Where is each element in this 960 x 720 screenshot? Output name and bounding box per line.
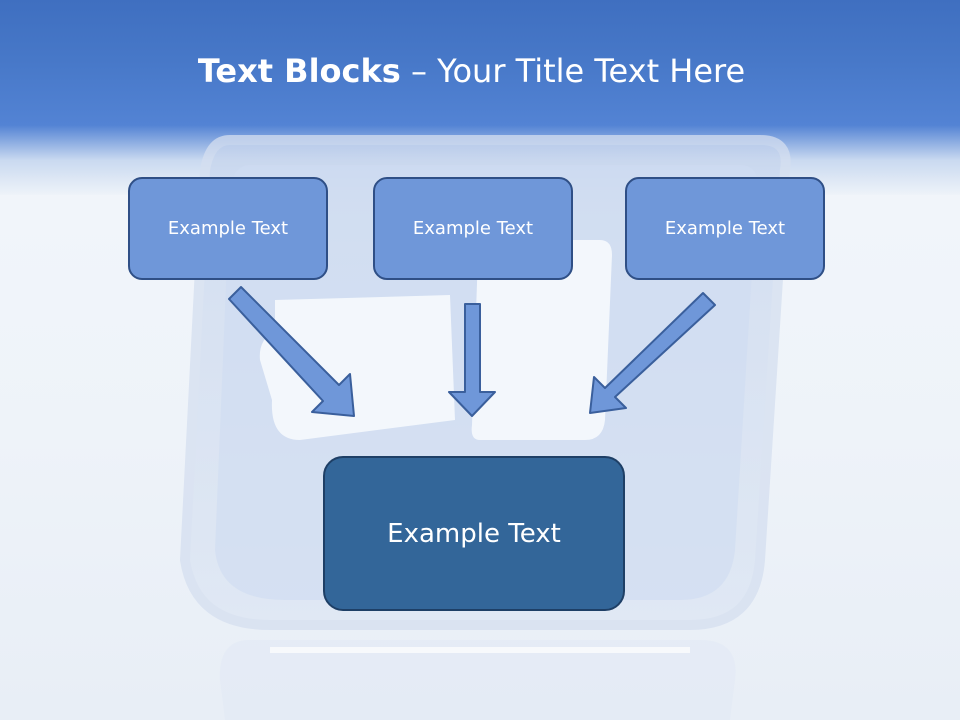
text-box-bottom[interactable]: Example Text — [323, 456, 625, 611]
text-box-label: Example Text — [412, 218, 534, 239]
text-box-top-center[interactable]: Example Text — [373, 177, 573, 280]
text-box-top-left[interactable]: Example Text — [128, 177, 328, 280]
title-rest: – Your Title Text Here — [400, 52, 746, 90]
arrow-right — [589, 292, 716, 414]
text-box-label: Example Text — [664, 218, 786, 239]
title-bold: Text Blocks — [197, 52, 401, 90]
text-box-top-right[interactable]: Example Text — [625, 177, 825, 280]
arrow-center — [448, 303, 496, 417]
slide-title: Text Blocks – Your Title Text Here — [0, 52, 943, 90]
arrow-left — [228, 286, 355, 417]
text-box-label: Example Text — [167, 218, 289, 239]
text-box-label: Example Text — [387, 518, 561, 549]
